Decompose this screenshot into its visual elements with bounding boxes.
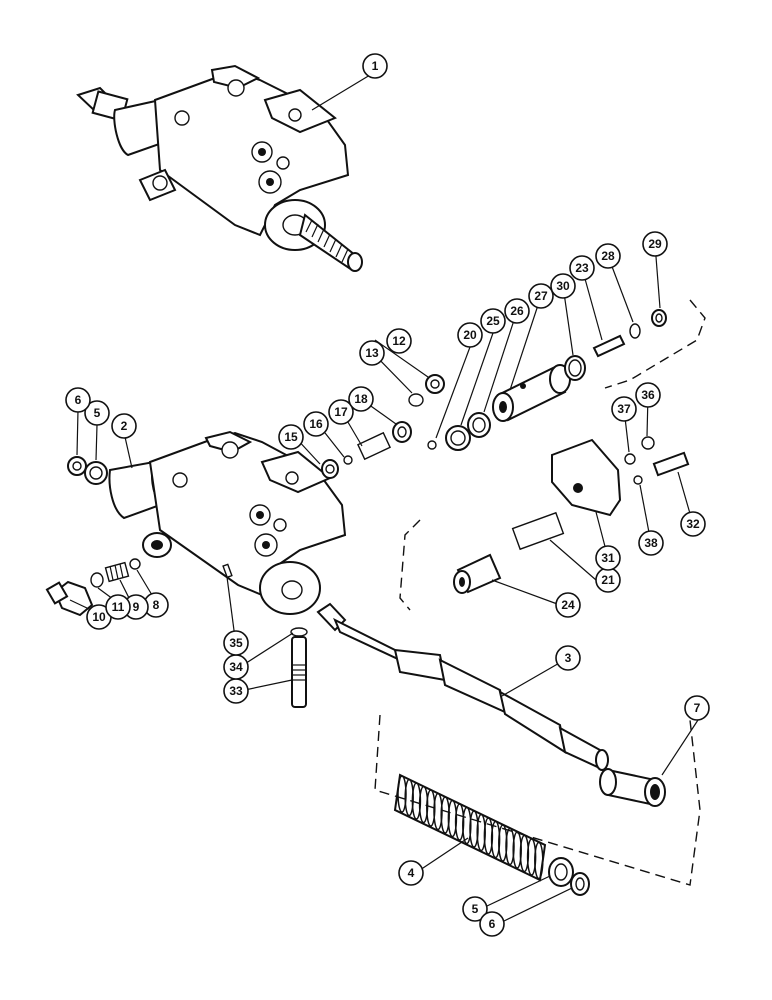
svg-text:26: 26 [510, 304, 524, 318]
callout-11: 11 [105, 594, 131, 620]
svg-text:25: 25 [486, 314, 500, 328]
callout-37: 37 [611, 396, 637, 422]
svg-text:12: 12 [392, 334, 406, 348]
spring-9 [104, 561, 130, 583]
svg-text:4: 4 [408, 866, 415, 880]
callout-38: 38 [638, 530, 664, 556]
callout-17: 17 [328, 399, 354, 425]
callout-5-lower: 5 [462, 896, 488, 922]
callout-8: 8 [143, 592, 169, 618]
group-boundary-upper [399, 299, 706, 611]
svg-text:5: 5 [94, 406, 101, 420]
callout-21: 21 [595, 567, 621, 593]
svg-text:7: 7 [694, 701, 701, 715]
svg-text:5: 5 [472, 902, 479, 916]
callout-6-lower: 6 [479, 911, 505, 937]
svg-text:18: 18 [354, 392, 368, 406]
callout-29: 29 [642, 231, 668, 257]
callout-12: 12 [386, 328, 412, 354]
svg-text:21: 21 [601, 573, 615, 587]
svg-text:13: 13 [365, 346, 379, 360]
svg-text:35: 35 [229, 636, 243, 650]
sleeve-7 [599, 768, 666, 807]
threaded-rod-coils [305, 219, 349, 263]
svg-text:33: 33 [229, 684, 243, 698]
callout-24: 24 [555, 592, 581, 618]
callout-4: 4 [398, 860, 424, 886]
callout-30: 30 [550, 273, 576, 299]
svg-text:37: 37 [617, 402, 631, 416]
svg-text:17: 17 [334, 405, 348, 419]
svg-text:9: 9 [133, 600, 140, 614]
svg-text:28: 28 [601, 249, 615, 263]
left-small-parts [45, 456, 141, 617]
callout-5-upper: 5 [84, 400, 110, 426]
callout-1: 1 [362, 53, 388, 79]
svg-text:32: 32 [686, 517, 700, 531]
callout-15: 15 [278, 424, 304, 450]
callout-27: 27 [528, 283, 554, 309]
assembled-valve [76, 64, 363, 272]
svg-text:20: 20 [463, 328, 477, 342]
svg-text:3: 3 [565, 651, 572, 665]
svg-text:16: 16 [309, 417, 323, 431]
callout-26: 26 [504, 298, 530, 324]
svg-text:8: 8 [153, 598, 160, 612]
svg-text:15: 15 [284, 430, 298, 444]
callout-34: 34 [223, 654, 249, 680]
svg-text:36: 36 [641, 388, 655, 402]
callout-25: 25 [480, 308, 506, 334]
callouts: 1 2 3 4 5 5 6 6 7 8 9 10 11 12 13 15 16 … [65, 53, 710, 937]
spool-shaft [316, 602, 609, 772]
callout-23: 23 [569, 255, 595, 281]
group-boundary-lower [374, 714, 701, 886]
svg-text:27: 27 [534, 289, 548, 303]
valve-body [108, 430, 347, 615]
callout-2: 2 [111, 413, 137, 439]
svg-text:1: 1 [372, 59, 379, 73]
svg-text:2: 2 [121, 419, 128, 433]
svg-text:30: 30 [556, 279, 570, 293]
callout-33: 33 [223, 678, 249, 704]
svg-text:29: 29 [648, 237, 662, 251]
svg-text:34: 34 [229, 660, 243, 674]
callout-20: 20 [457, 322, 483, 348]
svg-text:11: 11 [112, 600, 125, 614]
callout-6-upper: 6 [65, 387, 91, 413]
svg-text:6: 6 [75, 393, 82, 407]
callout-32: 32 [680, 511, 706, 537]
callout-35: 35 [223, 630, 249, 656]
spring-coil [534, 841, 544, 880]
callout-3: 3 [555, 645, 581, 671]
svg-text:38: 38 [644, 536, 658, 550]
svg-text:31: 31 [601, 551, 615, 565]
callout-31: 31 [595, 545, 621, 571]
callout-28: 28 [595, 243, 621, 269]
callout-7: 7 [684, 695, 710, 721]
callout-18: 18 [348, 386, 374, 412]
svg-text:10: 10 [92, 610, 106, 624]
callout-10: 10 [86, 604, 112, 630]
svg-text:24: 24 [561, 598, 575, 612]
callout-16: 16 [303, 411, 329, 437]
bracket-31 [453, 436, 690, 594]
callout-36: 36 [635, 382, 661, 408]
callout-13: 13 [359, 340, 385, 366]
stud-33 [222, 563, 308, 708]
svg-text:6: 6 [489, 917, 496, 931]
svg-text:23: 23 [575, 261, 589, 275]
upper-right-components [321, 309, 667, 479]
